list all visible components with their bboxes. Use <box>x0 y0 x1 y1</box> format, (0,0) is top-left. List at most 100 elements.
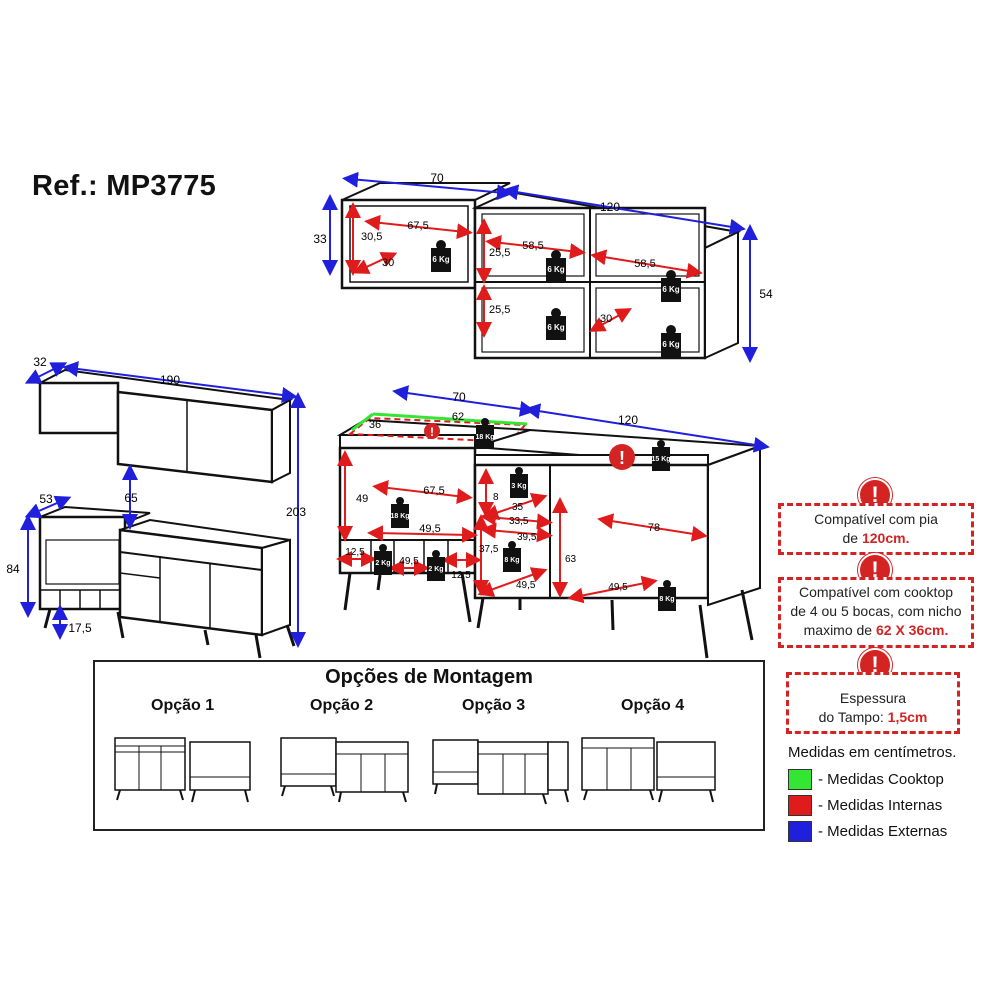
option-1-drawing <box>114 737 251 803</box>
tampo-note: Espessura do Tampo: 1,5cm <box>786 672 960 734</box>
base-left-int-b: 49 <box>356 493 368 505</box>
montage-options-panel: Opções de Montagem Opção 1 Opção 2 Opção… <box>93 660 765 831</box>
overview-base-height: 84 <box>6 562 20 576</box>
montage-drawings <box>114 737 716 805</box>
legend-label: - Medidas Externas <box>818 822 948 840</box>
sink-note-hl: 120cm. <box>861 530 910 546</box>
tampo-note-line1: Espessura <box>839 690 907 706</box>
upper-int-b: 30,5 <box>361 231 382 243</box>
upper-width-left: 70 <box>430 171 444 185</box>
weight-label: 8 Kg <box>504 557 519 564</box>
base-right-int-b: 35 <box>512 502 524 513</box>
cooktop-note-line2: de 4 ou 5 bocas, com nicho <box>790 603 962 619</box>
reference-title: Ref.: MP3775 <box>32 170 217 202</box>
sink-note: Compatível com pia de 120cm. <box>778 503 974 555</box>
weight-label: 3 Kg <box>511 483 526 490</box>
option-4-label: Opção 4 <box>621 697 685 714</box>
base-right-int-c: 33,5 <box>509 516 529 527</box>
base-width-right: 120 <box>618 413 638 427</box>
base-right-int-i: 49,5 <box>608 582 628 593</box>
base-left-int-e: 49,5 <box>399 556 419 567</box>
legend-item-external: - Medidas Externas <box>788 818 956 844</box>
overview-depth-top: 32 <box>33 355 47 369</box>
overview-width-top: 190 <box>160 373 180 387</box>
legend-item-internal: - Medidas Internas <box>788 792 956 818</box>
legend: Medidas em centímetros. - Medidas Cookto… <box>788 744 956 844</box>
weight-icon: 6 Kg <box>546 308 566 340</box>
upper-int-h: 30 <box>600 313 612 325</box>
weight-icon: 2 Kg <box>427 550 445 581</box>
upper-width-right: 120 <box>600 200 620 214</box>
upper-int-e: 25,5 <box>489 247 510 259</box>
sink-note-line2: de 120cm. <box>781 529 971 548</box>
upper-cabinets: 70 120 33 54 67,5 30,5 30 58,5 25,5 58,5… <box>313 171 773 363</box>
cooktop-note-pre: maximo de <box>803 622 876 638</box>
upper-height-right: 54 <box>759 287 773 301</box>
base-right-int-e: 37,5 <box>479 544 499 555</box>
legend-swatch <box>788 820 812 842</box>
option-4-drawing <box>581 737 716 803</box>
closed-overview: 32 190 203 53 65 84 17,5 <box>6 355 306 659</box>
alert-mark: ! <box>619 448 625 468</box>
sink-note-line1: Compatível com pia <box>814 511 938 527</box>
cooktop-note-hl: 62 X 36cm. <box>875 622 949 638</box>
legend-swatch <box>788 768 812 790</box>
weight-icon: 8 Kg <box>503 541 521 572</box>
weight-label: 2 Kg <box>428 566 443 573</box>
base-width-left: 70 <box>452 390 466 404</box>
weight-label: 6 Kg <box>662 285 679 294</box>
base-right-int-g: 63 <box>565 554 577 565</box>
tampo-note-hl: 1,5cm <box>887 709 928 725</box>
base-right-int-h: 78 <box>648 522 660 534</box>
weight-icon: 3 Kg <box>510 467 528 498</box>
base-right-int-a: 8 <box>493 492 499 503</box>
legend-item-cooktop: - Medidas Cooktop <box>788 766 956 792</box>
weight-icon: 6 Kg <box>546 250 566 282</box>
weight-icon: 18 Kg <box>390 497 410 528</box>
weight-icon: 18 Kg <box>475 418 495 449</box>
upper-int-d: 58,5 <box>522 240 543 252</box>
option-2-label: Opção 2 <box>310 697 374 714</box>
weight-label: 6 Kg <box>662 340 679 349</box>
option-1-label: Opção 1 <box>151 697 215 714</box>
upper-int-g: 25,5 <box>489 304 510 316</box>
legend-title: Medidas em centímetros. <box>788 744 957 761</box>
weight-label: 8 Kg <box>659 596 674 603</box>
montage-title: Opções de Montagem <box>325 666 533 688</box>
weight-label: 6 Kg <box>547 323 564 332</box>
upper-int-c: 30 <box>382 257 394 269</box>
upper-height-left: 33 <box>313 232 327 246</box>
option-3-drawing <box>432 739 569 805</box>
overview-gap: 65 <box>124 491 138 505</box>
weight-icon: 8 Kg <box>658 580 676 611</box>
weight-label: 15 Kg <box>651 456 670 463</box>
overview-depth-base: 53 <box>39 492 53 506</box>
upper-int-a: 67,5 <box>407 220 428 232</box>
alert-mark: ! <box>430 425 434 439</box>
base-right-int-f: 49,5 <box>516 580 536 591</box>
cooktop-width: 62 <box>452 411 464 423</box>
weight-icon: 15 Kg <box>651 440 671 471</box>
option-2-drawing <box>280 737 409 803</box>
weight-label: 18 Kg <box>475 434 494 441</box>
base-left-int-f: 12,5 <box>451 570 471 581</box>
legend-label: - Medidas Internas <box>818 796 943 814</box>
weight-label: 6 Kg <box>547 265 564 274</box>
weight-icon: 6 Kg <box>661 270 681 302</box>
overview-height-total: 203 <box>286 505 306 519</box>
tampo-note-line2: do Tampo: 1,5cm <box>789 708 957 727</box>
base-right-int-d: 39,5 <box>517 532 537 543</box>
weight-icon: 6 Kg <box>661 325 681 357</box>
weight-label: 18 Kg <box>390 513 409 520</box>
cooktop-note-line3: maximo de 62 X 36cm. <box>781 621 971 640</box>
weight-icon: 6 Kg <box>431 240 451 272</box>
cooktop-depth: 36 <box>369 419 381 431</box>
base-left-int-d: 12,5 <box>345 547 365 558</box>
legend-label: - Medidas Cooktop <box>818 770 944 788</box>
legend-swatch <box>788 794 812 816</box>
overview-leg-height: 17,5 <box>68 621 92 635</box>
upper-int-f: 58,5 <box>634 258 655 270</box>
weight-label: 6 Kg <box>432 255 449 264</box>
cooktop-note: Compatível com cooktop de 4 ou 5 bocas, … <box>778 577 974 648</box>
